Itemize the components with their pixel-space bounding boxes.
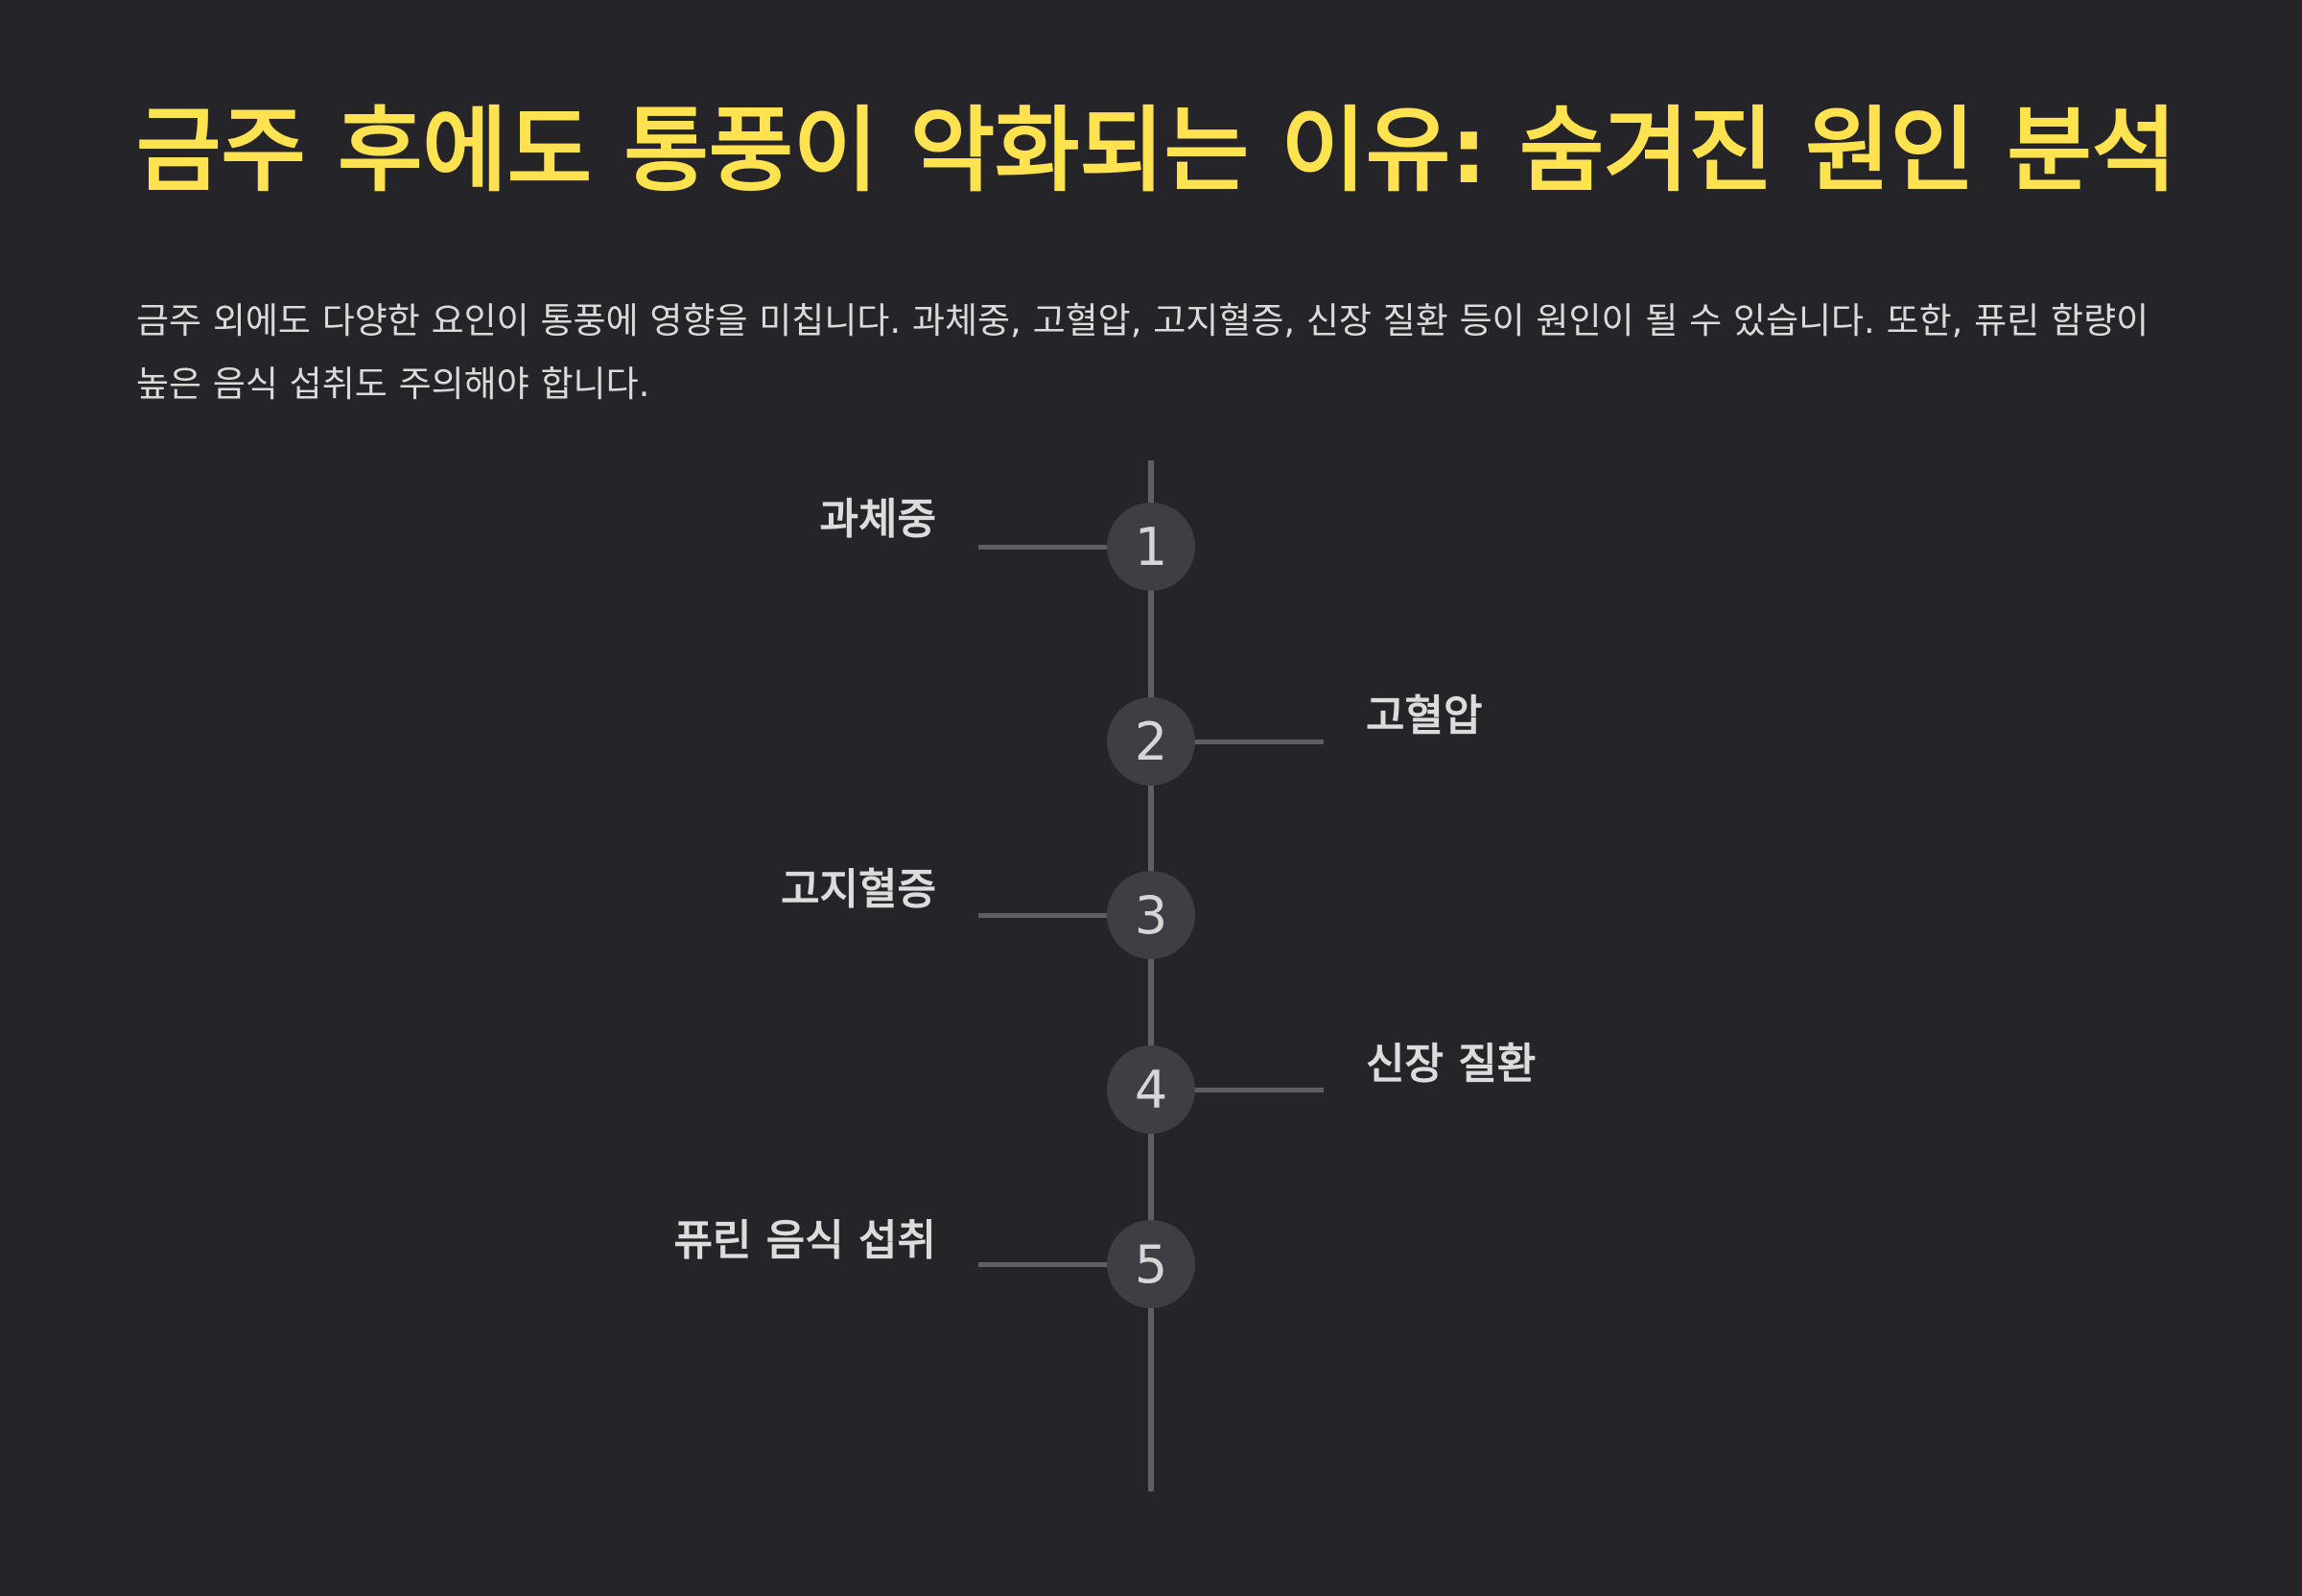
timeline-connector-1: [978, 545, 1132, 550]
page-title: 금주 후에도 통풍이 악화되는 이유: 숨겨진 원인 분석: [136, 97, 2177, 204]
timeline-node-3: 3: [1107, 871, 1195, 959]
timeline-node-4: 4: [1107, 1045, 1195, 1134]
timeline-label-5: 퓨린 음식 섭취: [673, 1216, 936, 1265]
timeline-node-5: 5: [1107, 1220, 1195, 1308]
timeline-node-1: 1: [1107, 503, 1195, 591]
timeline-connector-3: [978, 913, 1132, 918]
timeline-label-1: 과체중: [819, 495, 936, 544]
timeline-axis: [1148, 460, 1154, 1491]
timeline-node-2: 2: [1107, 697, 1195, 786]
timeline-connector-4: [1170, 1088, 1324, 1092]
timeline-connector-5: [978, 1262, 1132, 1267]
timeline-label-3: 고지혈증: [781, 865, 936, 914]
timeline-label-4: 신장 질환: [1366, 1040, 1537, 1089]
timeline-label-2: 고혈압: [1366, 692, 1483, 740]
page-description: 금주 외에도 다양한 요인이 통풍에 영향을 미칩니다. 과체중, 고혈압, 고…: [136, 300, 2149, 405]
timeline-connector-2: [1170, 739, 1324, 744]
